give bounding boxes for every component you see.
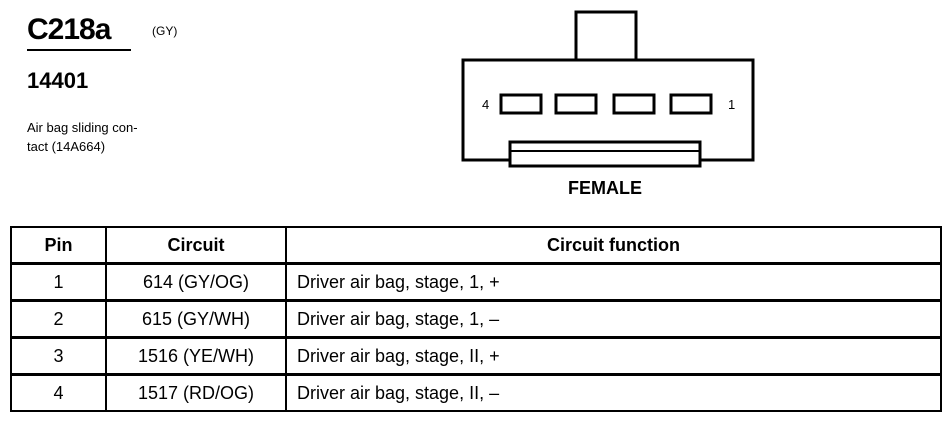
pin-cell: 3 <box>10 336 107 376</box>
connector-color-code: (GY) <box>152 24 178 38</box>
function-cell: Driver air bag, stage, 1, – <box>285 299 942 339</box>
connector-gender-label: FEMALE <box>568 178 642 198</box>
pin-label-left: 4 <box>482 97 489 112</box>
connector-id: C218a <box>27 13 111 46</box>
connector-description: Air bag sliding con- tact (14A664) <box>27 120 138 154</box>
keyway-slot <box>508 140 702 168</box>
pin-cell: 1 <box>10 262 107 302</box>
pin-cavity-4 <box>499 93 543 115</box>
table-row: 1 614 (GY/OG) Driver air bag, stage, 1, … <box>10 262 942 302</box>
circuit-cell: 614 (GY/OG) <box>105 262 287 302</box>
function-cell: Driver air bag, stage, 1, + <box>285 262 942 302</box>
pinout-table: Pin Circuit Circuit function 1 614 (GY/O… <box>10 226 942 412</box>
function-cell: Driver air bag, stage, II, – <box>285 373 942 412</box>
table-row: 3 1516 (YE/WH) Driver air bag, stage, II… <box>10 336 942 376</box>
circuit-cell: 1516 (YE/WH) <box>105 336 287 376</box>
table-header-row: Pin Circuit Circuit function <box>10 226 942 265</box>
table-row: 2 615 (GY/WH) Driver air bag, stage, 1, … <box>10 299 942 339</box>
title-underline <box>27 49 131 51</box>
locking-tab <box>574 10 638 62</box>
header-circuit: Circuit <box>105 226 287 265</box>
connector-face-diagram: 4 1 <box>461 10 755 168</box>
header-function: Circuit function <box>285 226 942 265</box>
pin-cavity-2 <box>612 93 656 115</box>
pin-cell: 4 <box>10 373 107 412</box>
pin-cell: 2 <box>10 299 107 339</box>
pin-cavity-1 <box>669 93 713 115</box>
pin-label-right: 1 <box>728 97 735 112</box>
part-number: 14401 <box>27 68 89 93</box>
circuit-cell: 1517 (RD/OG) <box>105 373 287 412</box>
circuit-cell: 615 (GY/WH) <box>105 299 287 339</box>
function-cell: Driver air bag, stage, II, + <box>285 336 942 376</box>
table-row: 4 1517 (RD/OG) Driver air bag, stage, II… <box>10 373 942 412</box>
header-pin: Pin <box>10 226 107 265</box>
pin-cavity-3 <box>554 93 598 115</box>
